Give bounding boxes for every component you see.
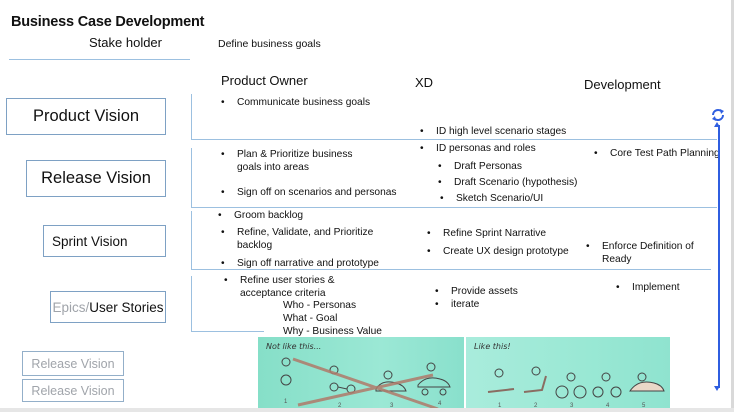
stage-sprint-vision[interactable]: Sprint Vision [43,225,166,257]
arrow-up-icon [714,122,720,127]
bicycle-icon [555,385,569,399]
motorcycle-icon [592,386,604,398]
list-item: •Communicate business goals [221,97,371,108]
criteria-why: Why - Business Value [283,326,382,337]
stage-epics-user-stories[interactable]: Epics/User Stories [50,291,166,323]
happy-face-icon [637,372,647,382]
illustration-caption: Like this! [474,342,511,351]
happy-face-icon [566,372,576,382]
list-item: •Sign off on scenarios and personas [221,187,397,198]
happy-face-icon [601,372,611,382]
step-number: 5 [642,403,646,409]
cross-out-line [292,357,439,411]
mvp-wrong-sketch [280,357,451,411]
step-number: 3 [390,403,394,409]
sad-face-icon [281,357,291,367]
window-right-edge [731,0,734,412]
list-item: •Plan & Prioritize business goals into a… [221,149,353,173]
car-icon [417,377,451,388]
row-divider-product-vision [191,94,717,140]
list-item: •Create UX design prototype [427,246,569,257]
list-item: •Enforce Definition of Ready [586,241,694,265]
row-divider-release-vision [191,148,717,208]
list-item: •Refine, Validate, and Prioritize backlo… [221,227,374,251]
stage-label: Sprint Vision [52,233,128,249]
cross-out-line [297,373,434,407]
list-item: •Core Test Path Planning [594,148,720,159]
list-item: •Sketch Scenario/UI [440,193,544,204]
stage-label: Release Vision [41,169,151,187]
wheel-icon [329,382,339,392]
stage-release-vision-extra[interactable]: Release Vision [22,351,124,376]
arrow-down-icon [714,386,720,391]
list-item: •Sign off narrative and prototype [221,258,379,269]
stage-label-muted: Epics/ [52,299,90,315]
stage-release-vision[interactable]: Release Vision [26,160,166,197]
list-item: •Groom backlog [218,210,304,221]
sad-face-icon [426,362,436,372]
list-item: •Draft Scenario (hypothesis) [438,177,578,188]
stakeholder-task: Define business goals [218,38,321,50]
column-header-xd: XD [415,75,434,90]
stage-product-vision[interactable]: Product Vision [6,98,166,135]
cycle-icon [710,107,726,128]
stage-label: Release Vision [31,356,115,371]
stakeholder-divider [9,59,190,60]
happy-face-icon [494,368,504,378]
step-number: 1 [498,403,502,409]
step-number: 1 [284,399,288,405]
page-title: Business Case Development [11,14,205,30]
step-number: 4 [606,403,610,409]
criteria-what: What - Goal [283,313,338,324]
column-header-product-owner: Product Owner [221,73,308,88]
list-item: •ID personas and roles [420,143,536,154]
iteration-arrow-line [718,125,720,388]
stage-label: Product Vision [32,107,140,125]
car-icon [629,381,665,392]
list-item: •Refine user stories & acceptance criter… [224,275,335,299]
column-header-development: Development [584,77,661,92]
step-number: 3 [570,403,574,409]
row-divider-user-stories [191,276,264,332]
window-bottom-edge [0,408,734,412]
wheel-icon [280,374,292,386]
sad-face-icon [383,370,393,380]
illustration-caption: Not like this... [266,342,322,351]
step-number: 2 [338,403,342,409]
list-item: •Implement [616,282,680,293]
scooter-icon [523,375,547,393]
step-number: 2 [534,403,538,409]
mvp-right-sketch [487,366,665,399]
happy-face-icon [531,366,541,376]
list-item: •Draft Personas [438,161,522,172]
row-divider-sprint-vision [191,211,711,270]
illustration-not-like-this: Not like this... 1 2 3 4 [258,337,464,412]
illustration-like-this: Like this! 1 2 3 4 5 [466,337,670,412]
criteria-who: Who - Personas [283,300,357,311]
step-number: 4 [438,401,442,407]
list-item: •ID high level scenario stages [420,126,567,137]
stage-release-vision-extra[interactable]: Release Vision [22,379,124,402]
skateboard-icon [487,388,515,393]
stakeholder-label: Stake holder [89,35,162,50]
stage-label: User Stories [89,299,164,315]
list-item: •Provide assets [435,286,518,297]
list-item: •iterate [435,299,480,310]
stage-label: Release Vision [31,383,115,398]
list-item: •Refine Sprint Narrative [427,228,547,239]
